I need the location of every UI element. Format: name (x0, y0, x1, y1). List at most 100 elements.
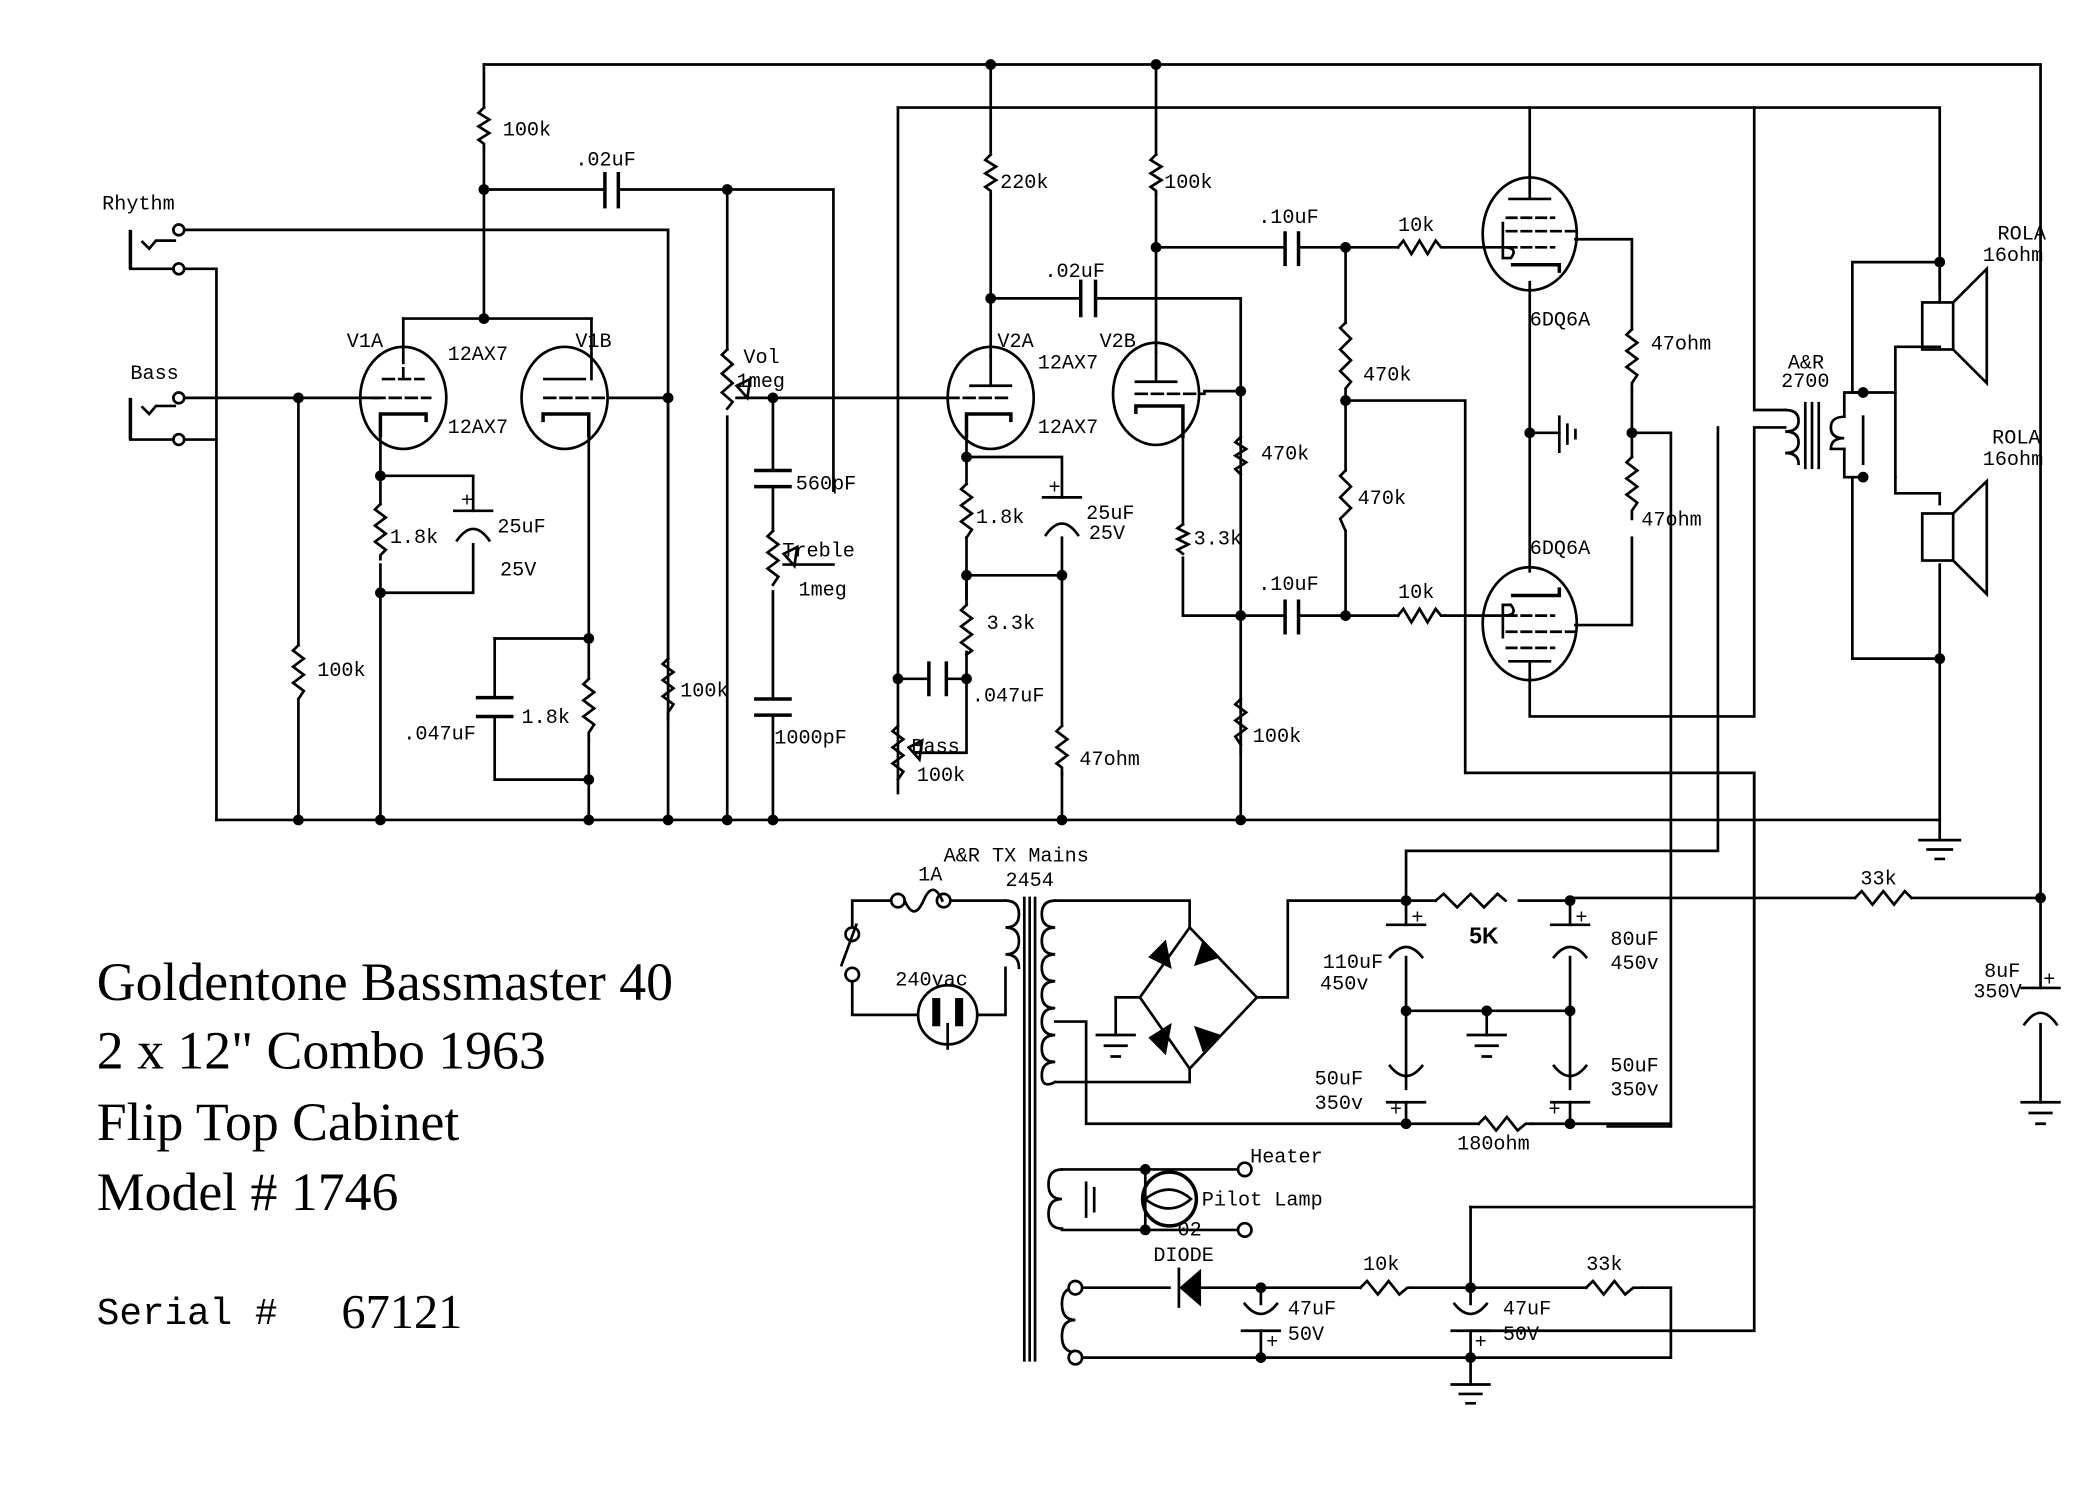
cap-1000pf (754, 697, 792, 717)
resistor-180ohm (1476, 1114, 1534, 1133)
labels: Rhythm Bass 100k .02uF V1A V1B 12AX7 12A… (102, 120, 2047, 1347)
component-label-r-v2a-plate: 220k (1000, 172, 1048, 195)
title-line-4: Model # 1746 (97, 1162, 399, 1222)
component-label-v2-type-top: 12AX7 (1038, 352, 1098, 375)
fuse-1a (889, 888, 952, 913)
component-label-pilot: Pilot Lamp (1202, 1190, 1323, 1213)
title-line-1: Goldentone Bassmaster 40 (97, 952, 673, 1012)
speaker-top (1920, 265, 1989, 387)
component-label-bass-value: 100k (917, 765, 965, 788)
component-label-v2b: V2B (1100, 331, 1136, 354)
component-label-r-v2a-cathode2: 3.3k (987, 613, 1035, 636)
resistor-1.8k-v1b-cathode (581, 676, 597, 741)
resistor-470k-pi (1232, 434, 1249, 477)
resistor-470k-bias-a (1338, 320, 1353, 405)
component-label-fuse: 1A (918, 864, 943, 887)
component-label-ot-model: 2700 (1781, 371, 1829, 394)
component-label-c-v2-coupling: .02uF (1044, 261, 1104, 284)
component-label-spk-top-imp: 16ohm (1983, 245, 2043, 268)
component-label-r-v2b-plate: 100k (1164, 172, 1212, 195)
component-label-r-v1-plate: 100k (503, 120, 551, 143)
component-label-c-bias1-v: 50V (1288, 1324, 1324, 1347)
resistor-1.8k-v1a-cathode (372, 502, 389, 561)
component-label-v1b: V1B (575, 331, 611, 354)
resistor-100k-v2b (1148, 152, 1164, 197)
tube-v1a (358, 345, 448, 451)
resistor-100k-v1-plate (476, 105, 492, 150)
svg-text:+: + (1475, 1332, 1487, 1355)
component-label-r-bias-470k-b: 470k (1358, 488, 1406, 511)
component-label-treble-value: 1meg (798, 579, 846, 602)
serial-number: 67121 (341, 1286, 462, 1339)
volume-pot (719, 347, 735, 411)
component-label-c-filter3-v: 350v (1315, 1093, 1363, 1116)
component-label-c-filter2-v: 450v (1610, 953, 1658, 976)
cap-02uf-v2 (1079, 279, 1098, 318)
component-label-v1a: V1A (347, 331, 384, 354)
cap-110uf (1385, 923, 1427, 959)
resistor-5k (1433, 891, 1508, 910)
power-switch (839, 923, 861, 983)
component-label-c-bias2-v: 50V (1503, 1324, 1539, 1347)
component-label-vol-label: Vol (743, 347, 779, 370)
bridge-rectifier (1138, 925, 1259, 1071)
component-label-r-v2a-cathode: 1.8k (976, 507, 1024, 530)
resistor-100k-tail (1233, 697, 1249, 747)
component-label-c-treble-top: 560pF (796, 473, 856, 496)
component-label-c-v1a-cathode: 25uF (497, 516, 545, 539)
component-label-vol-value: 1meg (737, 371, 785, 394)
rhythm-input-jack (128, 223, 186, 276)
component-label-r-grid-stop-bottom: 10k (1398, 582, 1434, 605)
cap-80uf (1549, 923, 1591, 959)
component-label-power-top: 6DQ6A (1530, 309, 1591, 332)
component-label-r-v1b-grid: 100k (680, 680, 728, 703)
serial-label: Serial # (97, 1294, 278, 1336)
resistor-100k-v1a-grid (290, 643, 307, 701)
component-label-r-33k-top: 33k (1860, 868, 1896, 891)
component-label-mains-voltage: 240vac (895, 969, 968, 992)
speaker-bottom (1920, 478, 1989, 598)
rhythm-label: Rhythm (102, 194, 175, 217)
cap-50uf-b (1549, 1064, 1591, 1104)
ground-symbols (1084, 415, 2061, 1405)
component-label-bass-label: Bass (911, 737, 959, 760)
component-label-spk-top-name: ROLA (1998, 223, 2047, 246)
component-label-r-pi-470k-a: 470k (1261, 444, 1309, 467)
component-label-c-v1-coupling: .02uF (575, 149, 635, 172)
component-label-r-dropper: 5K (1469, 923, 1499, 949)
resistor-33k-bias (1584, 1278, 1644, 1297)
component-label-c-v2a-cathode-v: 25V (1089, 523, 1125, 546)
bias-diode (1177, 1267, 1202, 1308)
component-label-heater: Heater (1250, 1147, 1323, 1170)
resistor-47ohm-nfb (1054, 723, 1070, 776)
component-label-spk-bottom-imp: 16ohm (1983, 449, 2043, 472)
svg-text:+: + (1549, 1100, 1561, 1123)
component-label-treble-label: Treble (782, 540, 855, 563)
cap-10uf-bottom (1283, 599, 1301, 635)
component-label-r-pi-100k: 100k (1253, 726, 1301, 749)
title-line-3: Flip Top Cabinet (97, 1092, 460, 1152)
component-label-c-pi-top: .10uF (1258, 207, 1318, 230)
title-line-2: 2 x 12" Combo 1963 (97, 1021, 546, 1081)
component-label-c-v2a-cathode: 25uF (1086, 503, 1134, 526)
component-label-diode: DIODE (1153, 1245, 1213, 1268)
component-label-r-v1a-grid: 100k (317, 660, 365, 683)
component-label-v2-type-bottom: 12AX7 (1038, 417, 1098, 440)
component-label-c-8uf-v: 350V (1973, 981, 2021, 1004)
component-label-mains-tx-name: A&R TX Mains (944, 846, 1089, 869)
component-label-v1-type-bottom: 12AX7 (448, 417, 508, 440)
svg-text:+: + (1266, 1332, 1278, 1355)
component-label-c-v1a-cathode-v: 25V (500, 559, 536, 582)
resistor-470k-bias-b (1338, 468, 1353, 533)
tube-6dq6a-top (1481, 173, 1579, 292)
output-transformer (1783, 391, 1865, 479)
component-label-c-filter4: 50uF (1610, 1055, 1658, 1078)
junctions (293, 59, 2046, 1363)
wiring (181, 63, 2042, 1386)
resistor-47ohm-screen-top (1624, 327, 1640, 393)
resistor-1.8k-v2a (958, 482, 975, 540)
component-label-c-bias1: 47uF (1288, 1299, 1336, 1322)
component-label-c-filter1: 110uF (1323, 952, 1383, 975)
svg-text:+: + (2043, 969, 2055, 992)
component-label-r-v1b-cathode: 1.8k (522, 707, 570, 730)
